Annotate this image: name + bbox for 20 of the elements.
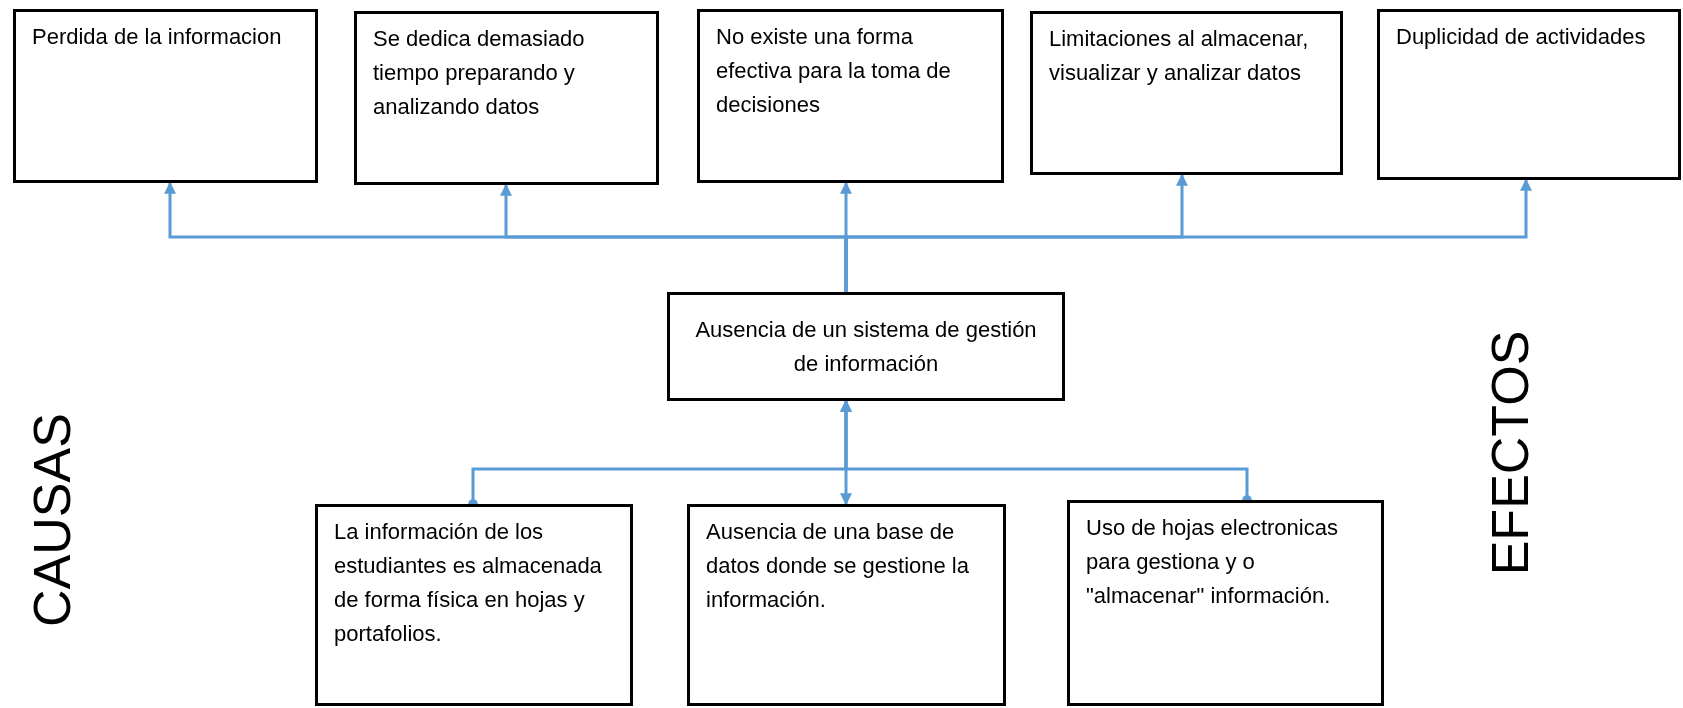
text-box xyxy=(1067,500,1384,706)
box-text: Uso de hojas electronicas para gestiona y o "almacenar" información. xyxy=(1086,515,1338,608)
box-text: Perdida de la informacion xyxy=(32,24,282,49)
text-box xyxy=(1030,11,1343,175)
text-box xyxy=(354,11,659,185)
side-label: CAUSAS xyxy=(22,413,82,627)
box-text: Duplicidad de actividades xyxy=(1396,24,1646,49)
text-box xyxy=(697,9,1004,183)
side-label: EFECTOS xyxy=(1480,330,1540,576)
box-text: No existe una forma efectiva para la toma de decisiones xyxy=(716,24,951,117)
text-box xyxy=(13,9,318,183)
box-text: Se dedica demasiado tiempo preparando y analizando datos xyxy=(373,26,585,119)
problem-box xyxy=(667,292,1065,401)
text-box xyxy=(315,504,633,706)
box-text: Limitaciones al almacenar, visualizar y analizar datos xyxy=(1049,26,1309,85)
box-text: La información de los estudiantes es almacenada de forma física en hojas y portafolios. xyxy=(334,519,602,646)
box-text: Ausencia de una base de datos donde se gestione la información. xyxy=(706,519,969,612)
box-text: Ausencia de un sistema de gestión de información xyxy=(694,315,1038,378)
text-box xyxy=(687,504,1006,706)
text-box xyxy=(1377,9,1681,180)
